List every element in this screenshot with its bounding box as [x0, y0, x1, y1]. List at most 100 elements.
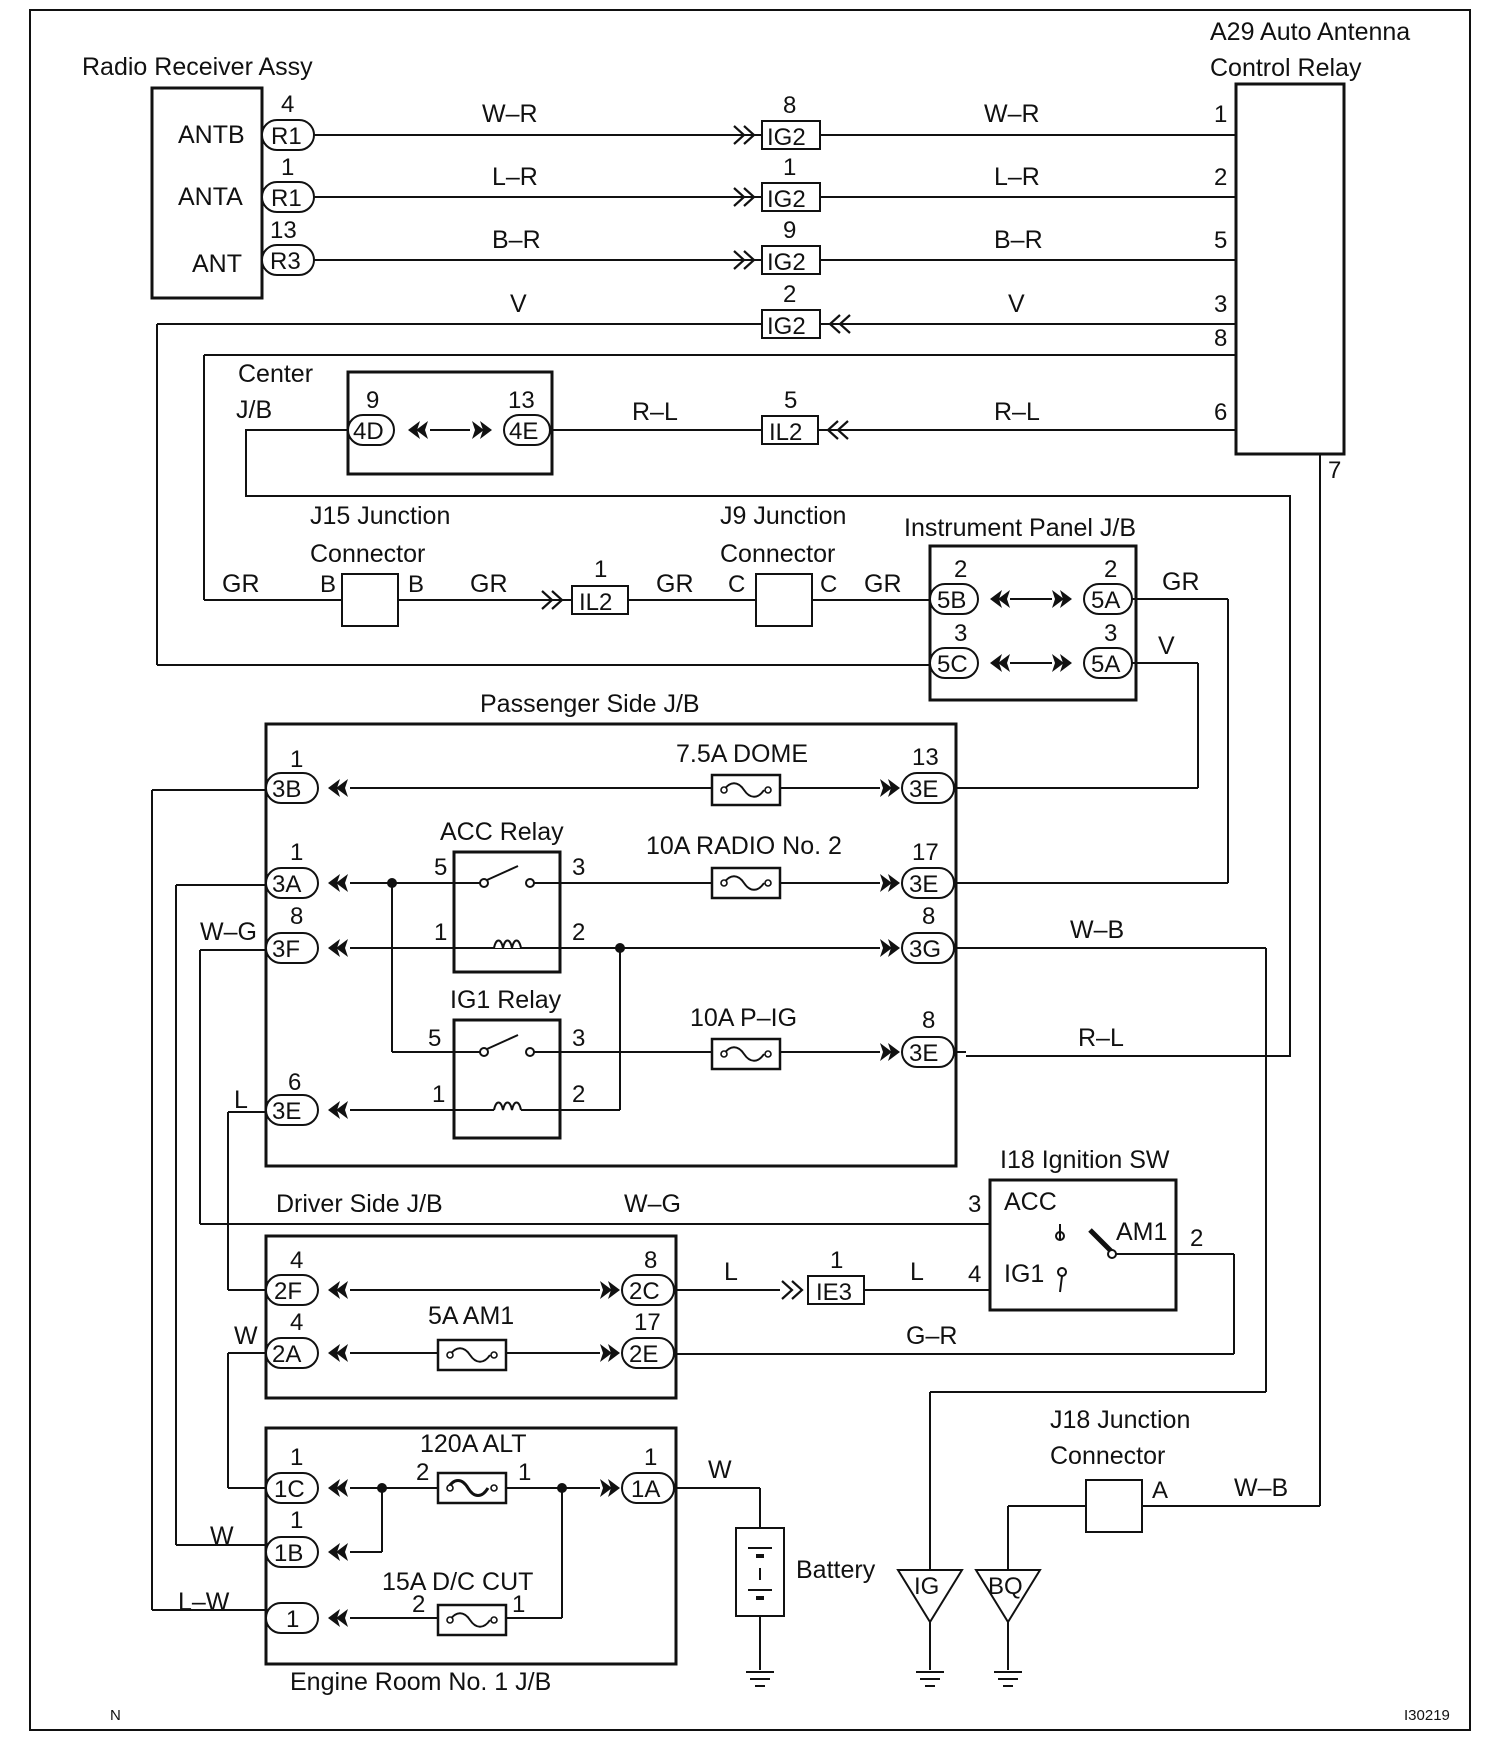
ig1-relay-box	[452, 1018, 562, 1140]
svg-text:1C: 1C	[274, 1476, 305, 1503]
relay-pin-2: 2	[1214, 164, 1227, 191]
svg-text:9: 9	[783, 217, 796, 244]
svg-text:2F: 2F	[274, 1278, 302, 1305]
svg-text:2: 2	[783, 281, 796, 308]
fuse-dome-label: 7.5A DOME	[676, 740, 808, 768]
svg-text:C: C	[820, 571, 837, 598]
fuse-pig-label: 10A P–IG	[690, 1004, 797, 1032]
wire-w-2a: W	[234, 1322, 258, 1350]
fuse-120a-alt	[436, 1471, 508, 1505]
svg-text:2A: 2A	[272, 1341, 301, 1368]
wire-wg-mid: W–G	[624, 1190, 681, 1218]
connector-1c: 1C 1	[265, 1444, 348, 1504]
connector-2e: 2E 17	[600, 1309, 675, 1369]
connector-1b: 1B 1	[265, 1507, 348, 1568]
relay-title-1: A29 Auto Antenna	[1210, 18, 1410, 46]
svg-text:IG2: IG2	[767, 249, 806, 276]
wire-wr-right: W–R	[984, 100, 1040, 128]
svg-text:B: B	[408, 571, 424, 598]
connector-ig2-8: IG2 8	[732, 92, 821, 151]
svg-text:1B: 1B	[274, 1540, 303, 1567]
wire-w-battery: W	[708, 1456, 732, 1484]
wire-v-right: V	[1008, 290, 1025, 318]
svg-text:3B: 3B	[272, 776, 301, 803]
svg-text:IE3: IE3	[816, 1279, 852, 1306]
svg-text:3: 3	[954, 620, 967, 647]
antenna-control-relay-box	[1234, 82, 1346, 456]
connector-5a-bottom: 5A 3	[1052, 620, 1133, 679]
acc-relay-title: ACC Relay	[440, 818, 564, 846]
svg-text:1: 1	[290, 839, 303, 866]
connector-2c: 2C 8	[600, 1247, 675, 1306]
j9-title-1: J9 Junction	[720, 502, 846, 530]
pin-ant: ANT	[192, 250, 242, 278]
relay-pin-6: 6	[1214, 399, 1227, 426]
connector-5b: 5B 2	[929, 556, 1010, 615]
svg-text:1: 1	[518, 1459, 531, 1486]
wire-l-3e: L	[234, 1086, 248, 1114]
wire-rl-center: R–L	[632, 398, 678, 426]
svg-text:BQ: BQ	[988, 1573, 1023, 1600]
ign-acc-label: ACC	[1004, 1188, 1057, 1216]
wire-wb-j18: W–B	[1234, 1474, 1288, 1502]
connector-3g: 3G 8	[880, 903, 955, 964]
svg-text:3E: 3E	[272, 1098, 301, 1125]
connector-1: 1	[265, 1602, 348, 1634]
ground-point-ig: IG	[896, 1569, 964, 1687]
wire-wb-3g: W–B	[1070, 916, 1124, 944]
svg-text:1: 1	[432, 1081, 445, 1108]
connector-ie3: IE3 1	[780, 1247, 865, 1306]
svg-text:B: B	[320, 571, 336, 598]
svg-text:1: 1	[594, 556, 607, 583]
svg-text:1: 1	[830, 1247, 843, 1274]
center-jb-title-1: Center	[238, 360, 313, 388]
svg-text:IL2: IL2	[579, 589, 612, 616]
fuse-am1-label: 5A AM1	[428, 1302, 514, 1330]
page-frame	[29, 9, 1471, 1731]
connector-r1-b: R1 1	[261, 154, 315, 213]
svg-text:5A: 5A	[1091, 587, 1120, 614]
svg-text:1: 1	[281, 154, 294, 181]
connector-3f: 3F 8	[265, 903, 348, 964]
svg-text:R1: R1	[271, 123, 302, 150]
svg-text:8: 8	[922, 1007, 935, 1034]
passenger-jb-title: Passenger Side J/B	[480, 690, 700, 718]
center-jb-box	[346, 370, 554, 476]
ign-ig1-label: IG1	[1004, 1260, 1044, 1288]
j15-title-1: J15 Junction	[310, 502, 450, 530]
svg-text:4: 4	[290, 1309, 303, 1336]
j18-pin-a: A	[1152, 1477, 1168, 1504]
j18-title-2: Connector	[1050, 1442, 1165, 1470]
connector-2f: 2F 4	[265, 1247, 348, 1306]
svg-text:3: 3	[572, 1025, 585, 1052]
ground-icon-battery	[746, 1671, 774, 1687]
svg-text:2: 2	[1190, 1225, 1203, 1252]
connector-il2-1: IL2 1	[540, 556, 629, 616]
wire-v-left: V	[510, 290, 527, 318]
svg-text:2: 2	[412, 1591, 425, 1618]
svg-text:IG2: IG2	[767, 124, 806, 151]
connector-r3: R3 13	[261, 217, 315, 276]
instrument-panel-jb-box	[928, 544, 1138, 702]
ign-am1-label: AM1	[1116, 1218, 1167, 1246]
svg-text:3F: 3F	[272, 936, 300, 963]
relay-pin-7: 7	[1328, 457, 1341, 484]
connector-4d: 4D 9	[347, 387, 428, 446]
fuse-dome	[710, 773, 782, 807]
j15-junction-connector: B B	[320, 571, 424, 627]
svg-text:4D: 4D	[353, 418, 384, 445]
svg-text:5B: 5B	[937, 587, 966, 614]
ignition-sw-title: I18 Ignition SW	[1000, 1146, 1170, 1174]
svg-text:5: 5	[784, 387, 797, 414]
connector-3e-8: 3E 8	[880, 1007, 955, 1068]
svg-text:2E: 2E	[629, 1341, 658, 1368]
svg-text:8: 8	[290, 903, 303, 930]
j9-title-2: Connector	[720, 540, 835, 568]
svg-text:5A: 5A	[1091, 651, 1120, 678]
fuse-dccut-label: 15A D/C CUT	[382, 1568, 533, 1596]
footer-id: I30219	[1404, 1707, 1450, 1724]
wire-gr-4: GR	[864, 570, 902, 598]
svg-text:4E: 4E	[509, 418, 538, 445]
svg-text:5C: 5C	[937, 651, 968, 678]
relay-pin-8: 8	[1214, 325, 1227, 352]
